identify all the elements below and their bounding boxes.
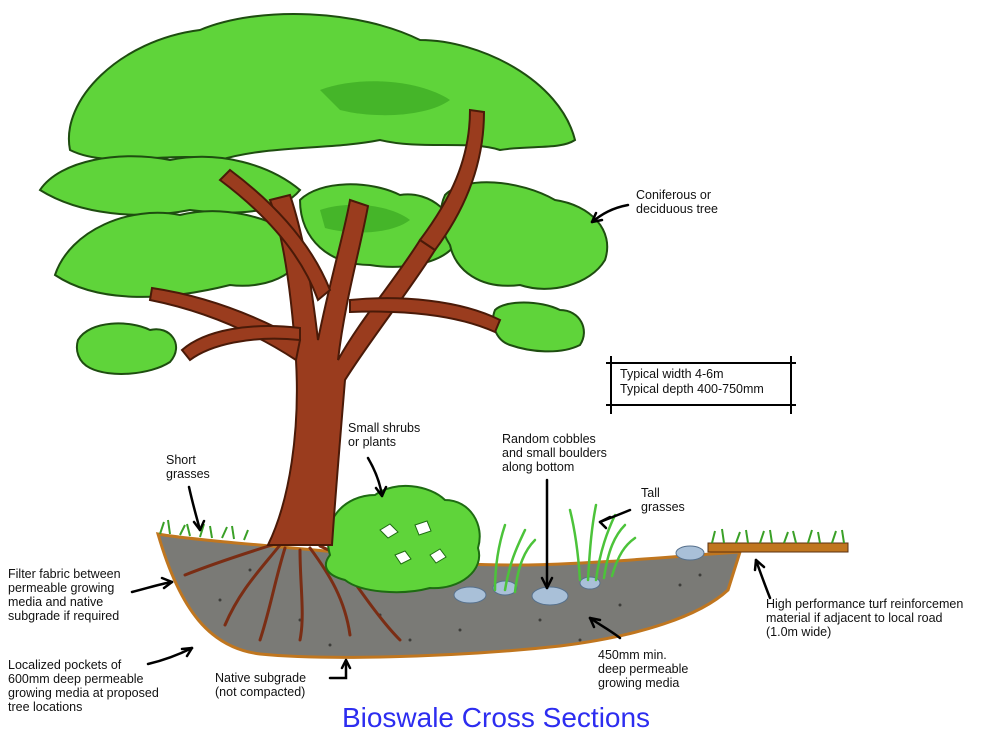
subgrade-label: Native subgrade (not compacted): [215, 671, 306, 699]
short-grasses-label: Short grasses: [166, 453, 210, 481]
media-label: 450mm min. deep permeable growing media: [598, 648, 688, 690]
shrub: [326, 486, 480, 592]
diagram-caption: Bioswale Cross Sections: [0, 702, 992, 734]
turf-label: High performance turf reinforcemen mater…: [766, 597, 992, 639]
tree-label: Coniferous or deciduous tree: [636, 188, 718, 216]
turf-reinforcement: [708, 543, 848, 552]
cobbles-label: Random cobbles and small boulders along …: [502, 432, 607, 474]
tall-grasses-label: Tall grasses: [641, 486, 685, 514]
right-grass: [712, 529, 844, 543]
dimension-label: Typical width 4-6m Typical depth 400-750…: [620, 367, 764, 397]
filter-fabric-label: Filter fabric between permeable growing …: [8, 567, 121, 623]
shrubs-label: Small shrubs or plants: [348, 421, 420, 449]
